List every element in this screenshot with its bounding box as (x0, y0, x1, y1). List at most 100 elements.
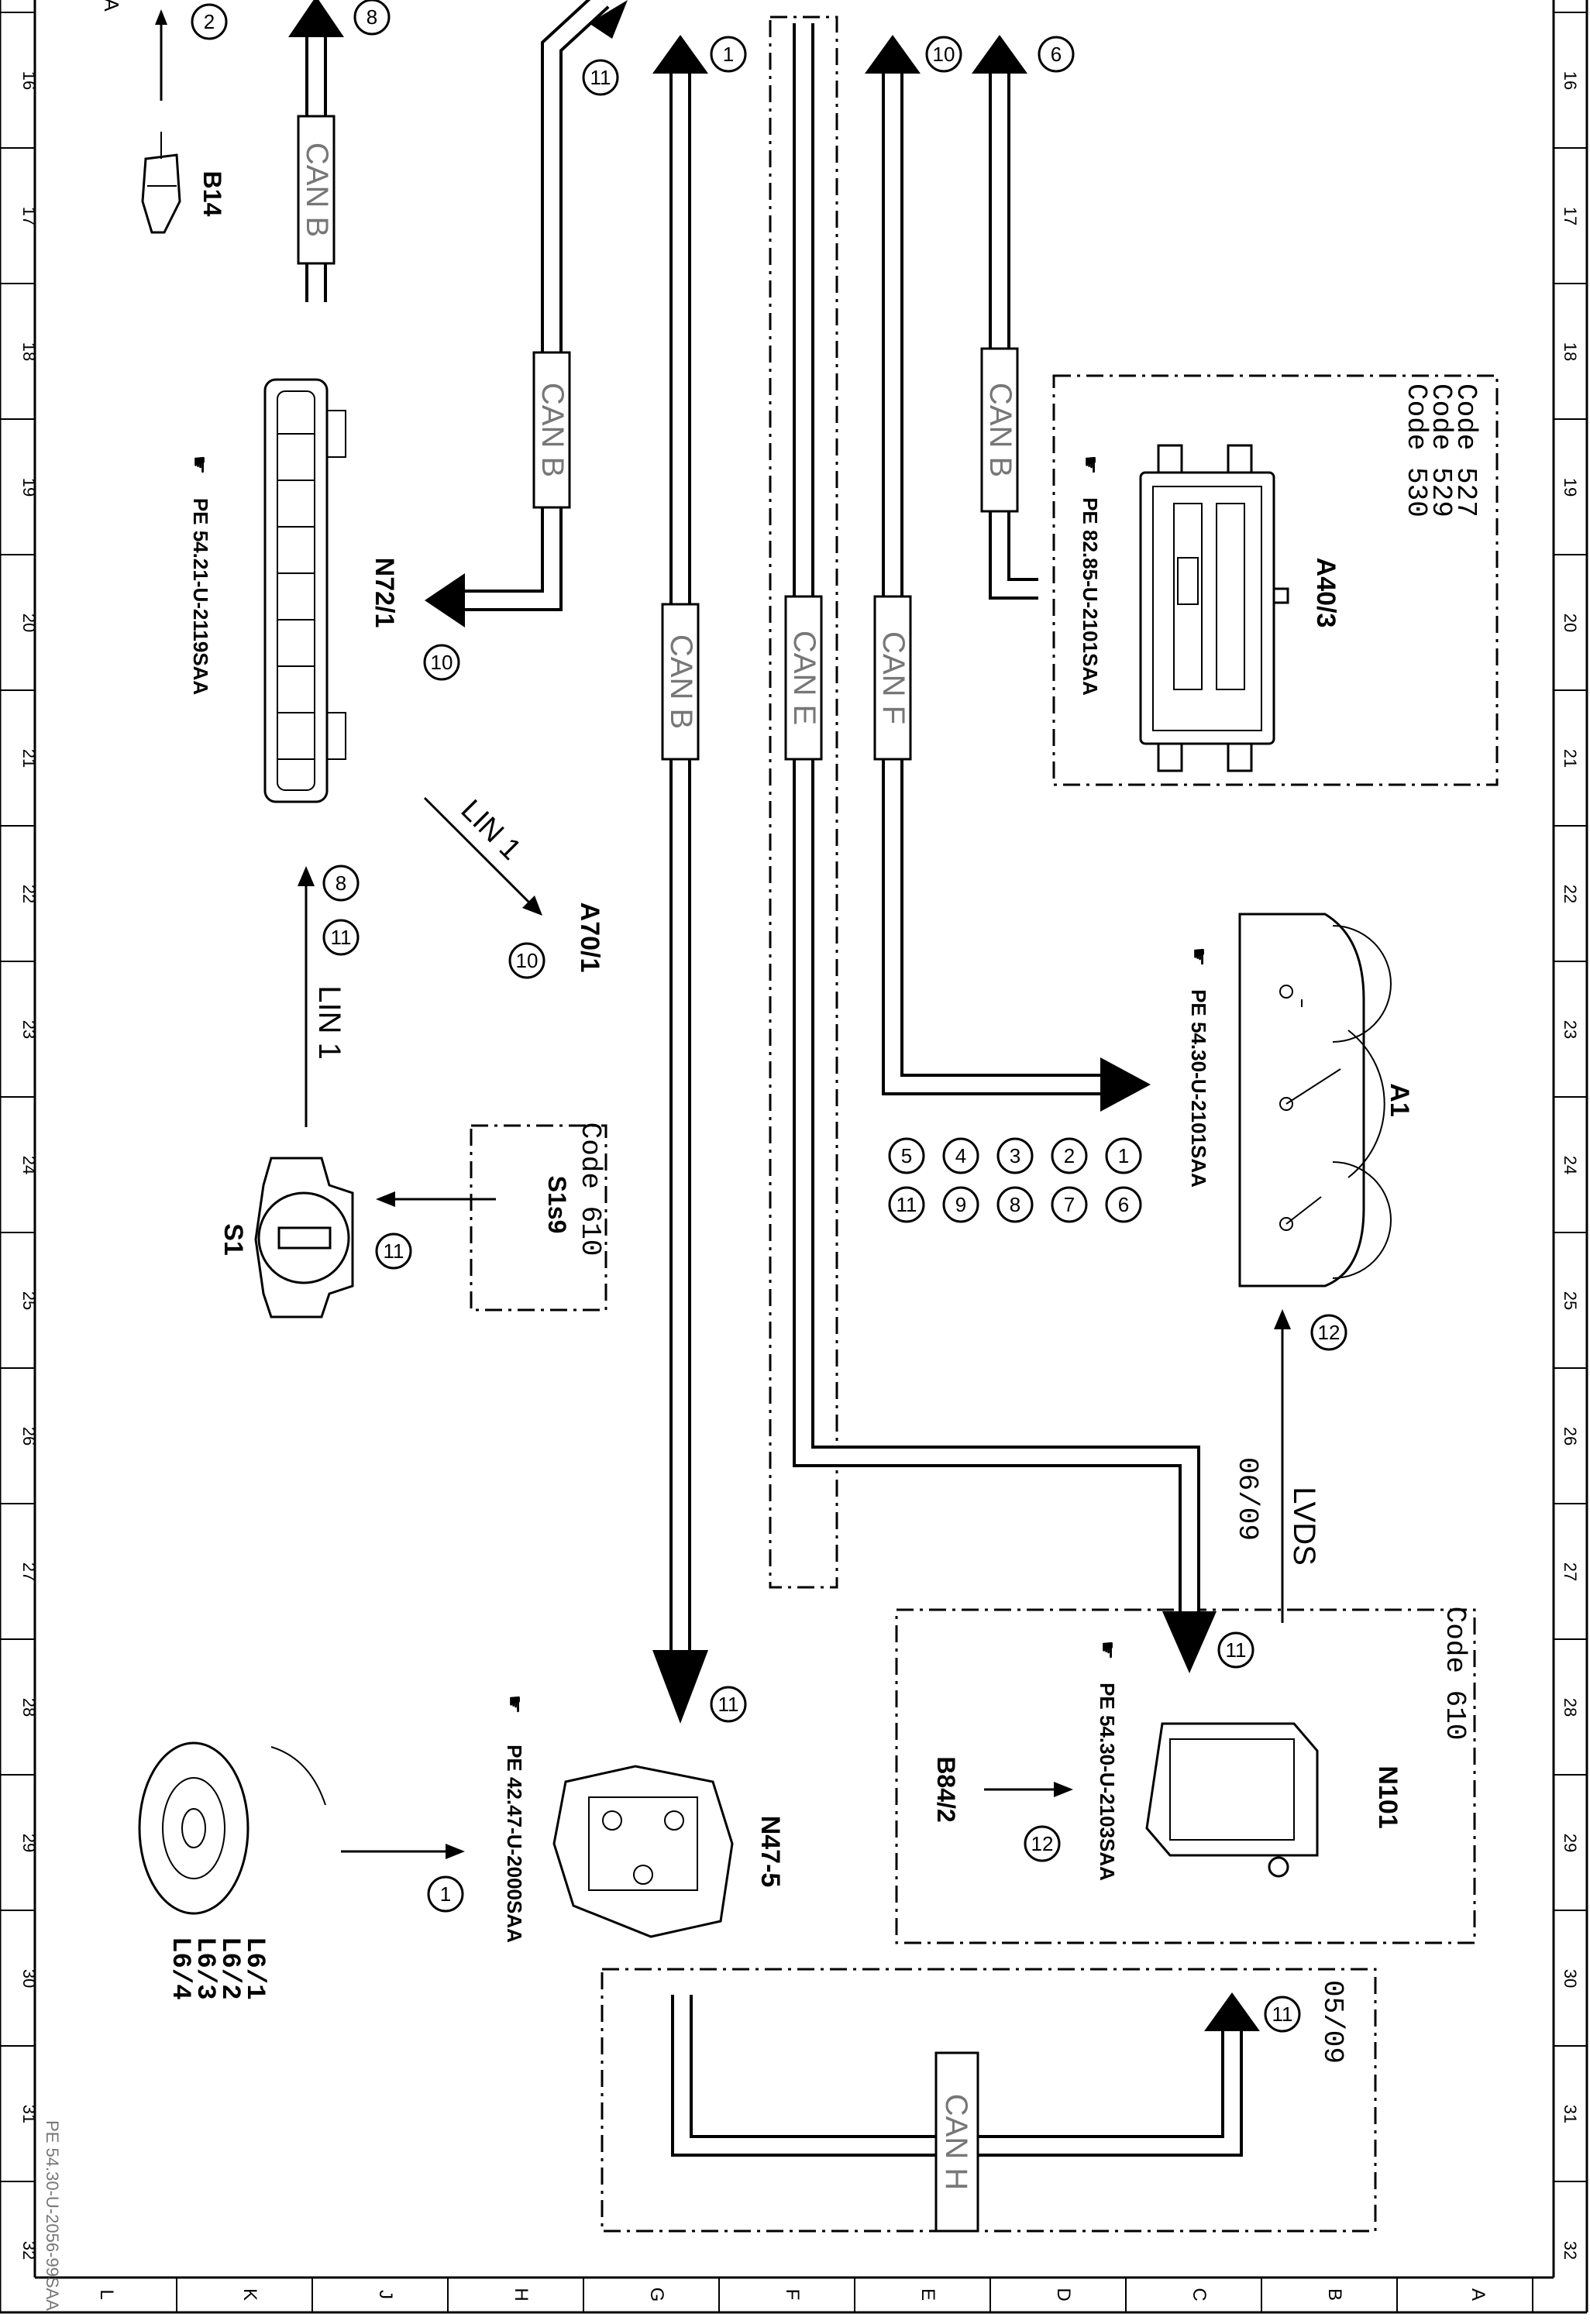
hand-pointer-icon: ☛ (503, 1694, 527, 1714)
ruler-letter: D (1053, 2288, 1074, 2301)
circle-marker (508, 942, 545, 979)
ruler-number: 29 (19, 1834, 39, 1852)
circle-marker (423, 644, 460, 681)
b14-sensor-body (141, 153, 181, 234)
circle-number: 10 (933, 43, 955, 66)
arrowhead (1204, 1992, 1260, 2031)
n47-5-reference: PE 42.47-U-2000SAA (503, 1745, 526, 1943)
s1-switch: S1 S1s9 Code 610 (219, 1122, 606, 1318)
hand-pointer-icon: ☛ (1187, 947, 1211, 966)
circle-number: 1 (723, 43, 734, 66)
arrowhead (652, 1650, 708, 1724)
ruler-number: 20 (19, 614, 39, 632)
circle-marker (996, 1137, 1034, 1174)
ruler-number: 16 (19, 71, 39, 90)
circle-number: 1 (440, 1882, 451, 1906)
can-b-label-box (532, 351, 571, 509)
bus-line-can-b-n72 (465, 0, 610, 611)
circle-number: 9 (955, 1193, 966, 1216)
a40-3-reference: PE 82.85-U-2101SAA (1079, 497, 1102, 696)
circle-number: 8 (336, 871, 346, 895)
can-f-label: CAN F (876, 631, 910, 724)
circle-marker (1051, 1137, 1088, 1174)
ruler-number: 23 (19, 1020, 39, 1039)
b14-label: B14 (198, 171, 226, 217)
ruler-number: 25 (19, 1291, 39, 1310)
circle-number: 10 (431, 651, 453, 674)
circle-marker (1217, 1631, 1254, 1669)
arrowhead (1162, 1611, 1217, 1673)
ruler-number: 16 (1561, 71, 1580, 90)
circle-marker (1024, 1825, 1061, 1862)
circle-number: 4 (955, 1144, 966, 1167)
hand-pointer-icon: ☛ (188, 455, 212, 474)
n47-5-body (552, 1765, 734, 1938)
ruler-number: 26 (1561, 1427, 1580, 1446)
a40-3-body (1139, 471, 1275, 745)
a40-3-code: Code 527 (1450, 383, 1482, 517)
circle-number: 2 (204, 10, 215, 33)
circle-number: 8 (367, 5, 377, 29)
n72-1-reference: PE 54.21-U-2119SAA (189, 498, 212, 696)
can-h-code-box (601, 1968, 1377, 2233)
n47-5-label: N47-5 (755, 1816, 785, 1888)
arrowhead (288, 0, 344, 37)
circle-marker (942, 1137, 979, 1174)
s1-label: S1 (219, 1223, 248, 1256)
ruler-number: 20 (1561, 614, 1580, 632)
circle-number: 11 (1272, 2003, 1293, 2026)
ruler-number: 32 (1561, 2241, 1580, 2260)
ruler-number: 19 (1561, 478, 1580, 497)
ruler-number: 30 (1561, 1969, 1580, 1988)
arrowhead (972, 35, 1027, 74)
hand-pointer-icon: ☛ (1079, 455, 1103, 474)
circle-marker (322, 919, 360, 956)
n101-unit: N101 PE 54.30-U-2103SAA ☛ Code 610 B84/2 (932, 1607, 1471, 1882)
circle-marker (888, 1137, 925, 1174)
circle-marker (1038, 36, 1075, 73)
ruler-letter: G (646, 2288, 667, 2302)
ruler-numbers: 16 16 17 17 18 18 19 19 20 20 21 21 22 2… (19, 71, 1580, 2260)
can-b-label-box (661, 603, 700, 761)
ruler-letter: B (1324, 2288, 1345, 2301)
l6-label: L6/2 (215, 1937, 244, 2000)
circle-marker (888, 1186, 925, 1223)
b84-2-label: B84/2 (932, 1756, 960, 1822)
ruler-number: 17 (19, 207, 39, 225)
arrowhead (522, 896, 542, 916)
circle-number: 11 (1226, 1638, 1247, 1662)
ruler-number: 31 (19, 2105, 39, 2123)
ruler-letters: L K J H G F E D C B A (96, 2288, 1488, 2302)
ruler-number: 22 (19, 885, 39, 903)
circle-number: 6 (1118, 1193, 1129, 1216)
ruler-letter: J (375, 2290, 396, 2299)
can-e-label: CAN E (787, 631, 821, 725)
circle-number: 11 (897, 1193, 917, 1216)
arrowheads (288, 0, 1260, 2031)
a1-body (1238, 913, 1365, 1287)
can-f-label-box (873, 595, 912, 761)
l6-label: L6/1 (239, 1937, 269, 2000)
ruler-number: 19 (19, 478, 39, 497)
n101-reference: PE 54.30-U-2103SAA (1096, 1683, 1119, 1881)
hand-pointer-icon: ☛ (1096, 1640, 1120, 1659)
arrowhead (155, 9, 167, 25)
thin-wires (155, 9, 1291, 1859)
ruler-number: 17 (1561, 207, 1580, 225)
circle-marker (942, 1186, 979, 1223)
a40-3-label: A40/3 (1311, 558, 1340, 628)
circle-marker (925, 36, 962, 73)
ruler-ticks (0, 12, 1587, 2312)
ruler-number: 18 (1561, 342, 1580, 361)
wire-lin-1-a70 (423, 796, 535, 908)
circle-marker (1105, 1137, 1142, 1174)
circle-number: 1 (1118, 1144, 1129, 1167)
circle-marker (1264, 1996, 1301, 2033)
ruler-number: 25 (1561, 1291, 1580, 1310)
circle-marker (427, 1875, 464, 1913)
corner-letter: A (100, 0, 123, 12)
ruler-number: 21 (1561, 749, 1580, 768)
n101-body (1145, 1722, 1319, 1857)
circle-number: 11 (590, 66, 611, 89)
n72-1-body (263, 378, 329, 803)
